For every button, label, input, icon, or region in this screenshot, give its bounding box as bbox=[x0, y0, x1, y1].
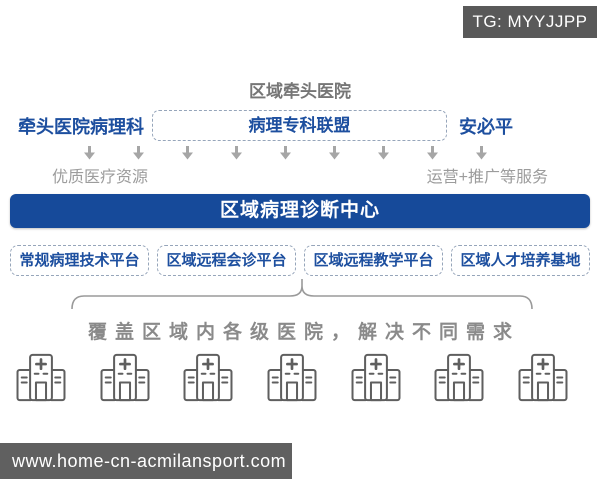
down-arrow-icon bbox=[280, 146, 291, 160]
coverage-text: 覆盖区域内各级医院，解决不同需求 bbox=[87, 322, 520, 343]
telegram-badge: TG: MYYJJPP bbox=[463, 6, 597, 38]
down-arrow-icon bbox=[84, 146, 95, 160]
down-arrow-icon bbox=[329, 146, 340, 160]
down-arrow-icon bbox=[427, 146, 438, 160]
lead-pathology-label: 牵头医院病理科 bbox=[18, 117, 144, 137]
hospital-icon bbox=[183, 353, 233, 402]
hospital-icon bbox=[518, 353, 568, 402]
alliance-box: 病理专科联盟 bbox=[152, 110, 447, 141]
top-title: 区域牵头医院 bbox=[249, 82, 351, 101]
down-arrow-icon bbox=[133, 146, 144, 160]
hospital-icon bbox=[267, 353, 317, 402]
hospital-icon bbox=[351, 353, 401, 402]
down-arrow-icon bbox=[378, 146, 389, 160]
platform-box: 区域远程会诊平台 bbox=[157, 245, 296, 276]
platform-row: 常规病理技术平台区域远程会诊平台区域远程教学平台区域人才培养基地 bbox=[10, 245, 590, 276]
hospital-icon bbox=[100, 353, 150, 402]
company-label: 安必平 bbox=[459, 117, 513, 137]
diagnosis-center-banner: 区域病理诊断中心 bbox=[10, 194, 590, 228]
brace-connector bbox=[71, 279, 533, 310]
services-label: 运营+推广等服务 bbox=[426, 169, 548, 186]
down-arrow-icon bbox=[476, 146, 487, 160]
hospital-row bbox=[15, 353, 569, 402]
platform-box: 常规病理技术平台 bbox=[10, 245, 149, 276]
hospital-icon bbox=[16, 353, 66, 402]
resources-label: 优质医疗资源 bbox=[52, 169, 149, 186]
down-arrow-icon bbox=[182, 146, 193, 160]
flow-arrows-row bbox=[83, 145, 488, 160]
watermark-bar: www.home-cn-acmilansport.com bbox=[0, 443, 292, 479]
down-arrow-icon bbox=[231, 146, 242, 160]
hospital-icon bbox=[434, 353, 484, 402]
platform-box: 区域远程教学平台 bbox=[304, 245, 443, 276]
platform-box: 区域人才培养基地 bbox=[451, 245, 590, 276]
